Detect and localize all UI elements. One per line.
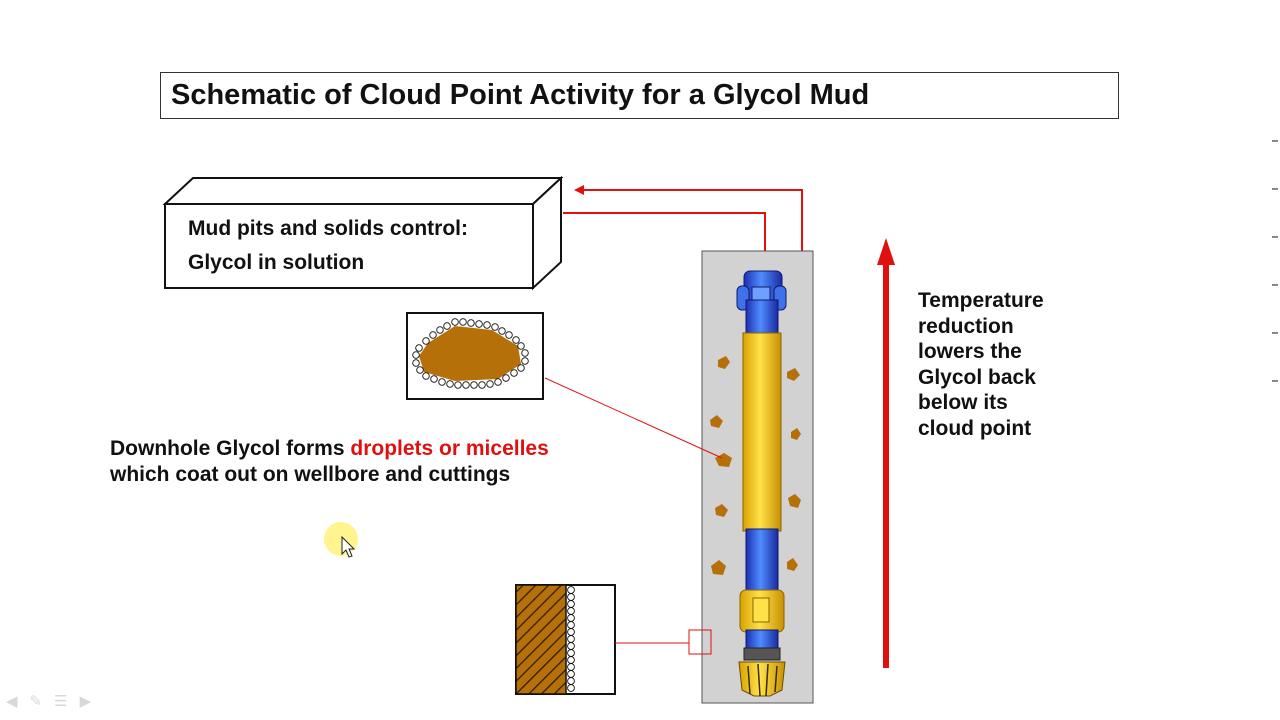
temperature-line1: Temperature [918, 289, 1044, 312]
slide-nav: ◀ ✎ ☰ ▶ [6, 692, 91, 710]
wellbore-cuttings [710, 356, 801, 575]
inset-leader-cutting [544, 377, 723, 459]
next-icon[interactable]: ▶ [79, 693, 92, 710]
temperature-line2: reduction [918, 314, 1014, 338]
slide-title: Schematic of Cloud Point Activity for a … [160, 72, 1119, 119]
mud-pits-box [162, 175, 564, 291]
temperature-arrow [877, 238, 895, 668]
cutting-detail-inset [406, 312, 544, 400]
circulation-arrows [563, 185, 803, 270]
downhole-line1-plain: Downhole Glycol forms [110, 437, 351, 460]
temperature-line3: lowers the [918, 340, 1022, 364]
pen-icon[interactable]: ✎ [29, 693, 43, 710]
edge-marks [1272, 140, 1280, 428]
micelle-beads [412, 318, 529, 389]
mud-pits-line2: Glycol in solution [188, 251, 365, 274]
downhole-line1: Downhole Glycol forms droplets or micell… [110, 436, 549, 462]
downhole-caption: Downhole Glycol forms droplets or micell… [110, 436, 549, 488]
mud-pits-label: Mud pits and solids control: Glycol in s… [188, 212, 468, 280]
mouse-cursor [324, 522, 358, 558]
downhole-line1-highlight: droplets or micelles [350, 437, 549, 460]
prev-icon[interactable]: ◀ [6, 693, 18, 710]
menu-icon[interactable]: ☰ [54, 693, 68, 710]
temperature-line4: Glycol back [918, 365, 1036, 389]
mud-pits-line1: Mud pits and solids control: [188, 217, 468, 240]
temperature-line6: cloud point [918, 416, 1032, 440]
wall-detail-inset [515, 584, 616, 695]
downhole-line2: which coat out on wellbore and cuttings [110, 463, 511, 486]
temperature-caption: Temperature reduction lowers the Glycol … [918, 288, 1118, 442]
temperature-line5: below its [918, 391, 1008, 415]
wall-zoom-marker [688, 629, 712, 655]
drill-string [736, 270, 787, 697]
